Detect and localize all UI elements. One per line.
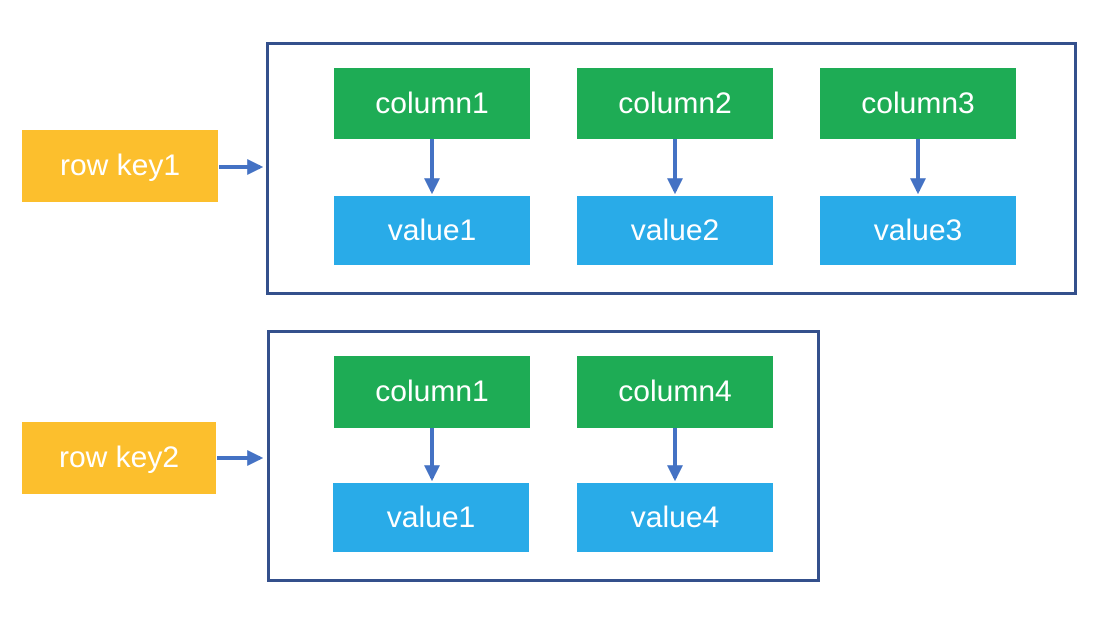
row1-value2-box: value2 xyxy=(577,196,773,265)
row-key-2-box: row key2 xyxy=(22,422,216,494)
row1-value1-box: value1 xyxy=(334,196,530,265)
row1-column-family-container xyxy=(266,42,1077,295)
row1-column3-box: column3 xyxy=(820,68,1016,139)
row2-column4-box: column4 xyxy=(577,356,773,428)
row1-column1-box: column1 xyxy=(334,68,530,139)
row2-column-family-container xyxy=(267,330,820,582)
row2-value4-box: value4 xyxy=(577,483,773,552)
row2-column1-box: column1 xyxy=(334,356,530,428)
row-key-1-box: row key1 xyxy=(22,130,218,202)
row1-value3-box: value3 xyxy=(820,196,1016,265)
row2-value1-box: value1 xyxy=(333,483,529,552)
row1-column2-box: column2 xyxy=(577,68,773,139)
